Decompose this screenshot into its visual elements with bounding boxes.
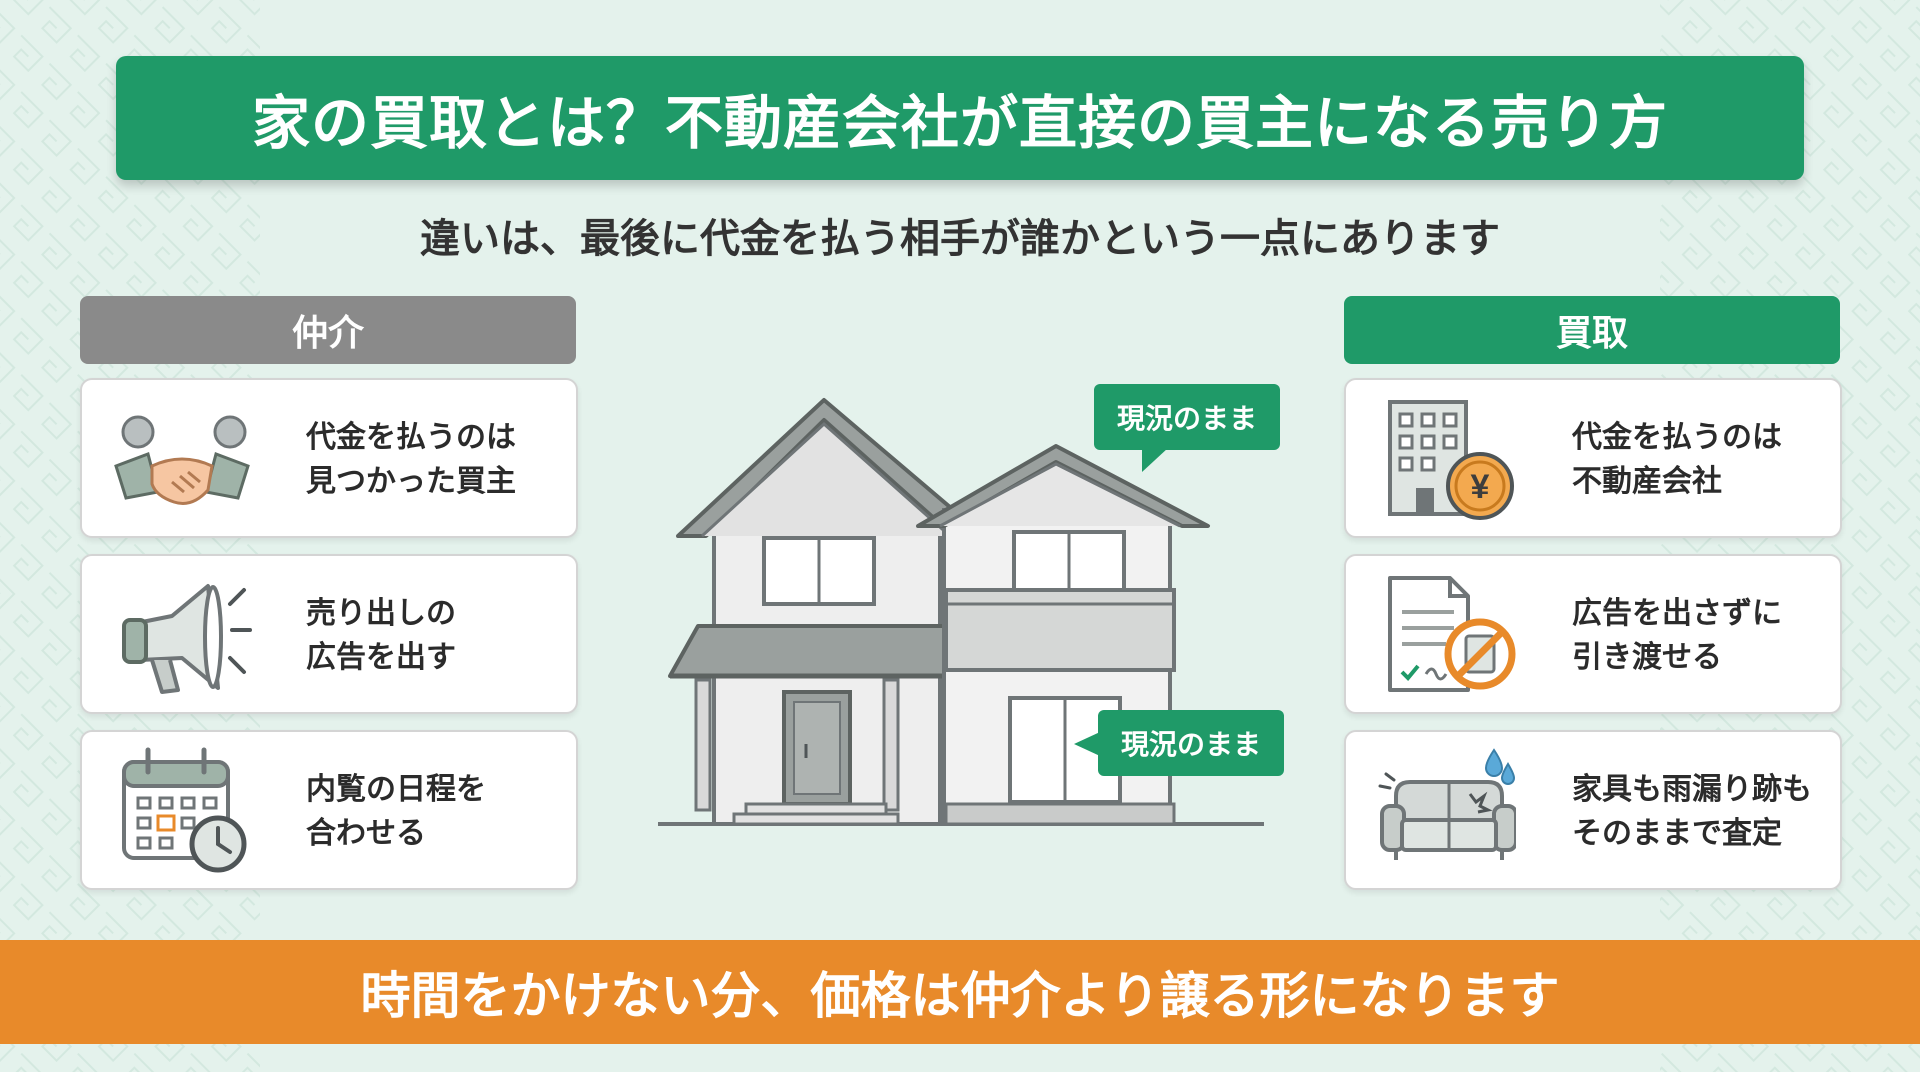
building-yen-icon: ¥: [1388, 400, 1514, 520]
card-text: 内覧の日程を 合わせる: [306, 772, 486, 851]
handshake-icon: [114, 415, 250, 505]
column-header-kaitori: 買取: [1344, 296, 1840, 364]
no-advertising-icon: [1388, 576, 1516, 692]
card-chukai-advertising: 売り出しの 広告を出す: [80, 554, 578, 714]
card-kaitori-payer: ¥ 代金を払うのは 不動産会社: [1344, 378, 1842, 538]
card-text: 代金を払うのは 不動産会社: [1572, 420, 1782, 499]
megaphone-icon: [122, 584, 252, 694]
card-chukai-viewing: 内覧の日程を 合わせる: [80, 730, 578, 890]
damaged-sofa-icon: [1378, 748, 1516, 860]
column-header-chukai: 仲介: [80, 296, 576, 364]
callout-pointer: [1074, 732, 1100, 756]
svg-text:¥: ¥: [1471, 468, 1490, 506]
house-illustration: [658, 398, 1264, 826]
card-text: 代金を払うのは 見つかった買主: [306, 420, 516, 499]
card-chukai-buyer: 代金を払うのは 見つかった買主: [80, 378, 578, 538]
callout-pointer: [1142, 448, 1168, 472]
card-kaitori-no-ads: 広告を出さずに 引き渡せる: [1344, 554, 1842, 714]
card-text: 売り出しの 広告を出す: [306, 596, 456, 675]
callout-as-is-lower: 現況のまま: [1098, 710, 1284, 776]
card-text: 広告を出さずに 引き渡せる: [1572, 596, 1782, 675]
subtitle: 違いは、最後に代金を払う相手が誰かという一点にあります: [420, 216, 1500, 262]
callout-as-is-upper: 現況のまま: [1094, 384, 1280, 450]
card-kaitori-as-is: 家具も雨漏り跡も そのままで査定: [1344, 730, 1842, 890]
page-title: 家の買取とは？不動産会社が直接の買主になる売り方: [116, 56, 1804, 180]
calendar-clock-icon: [122, 747, 247, 873]
bottom-banner: 時間をかけない分、価格は仲介より譲る形になります: [0, 940, 1920, 1044]
card-text: 家具も雨漏り跡も そのままで査定: [1572, 772, 1812, 851]
